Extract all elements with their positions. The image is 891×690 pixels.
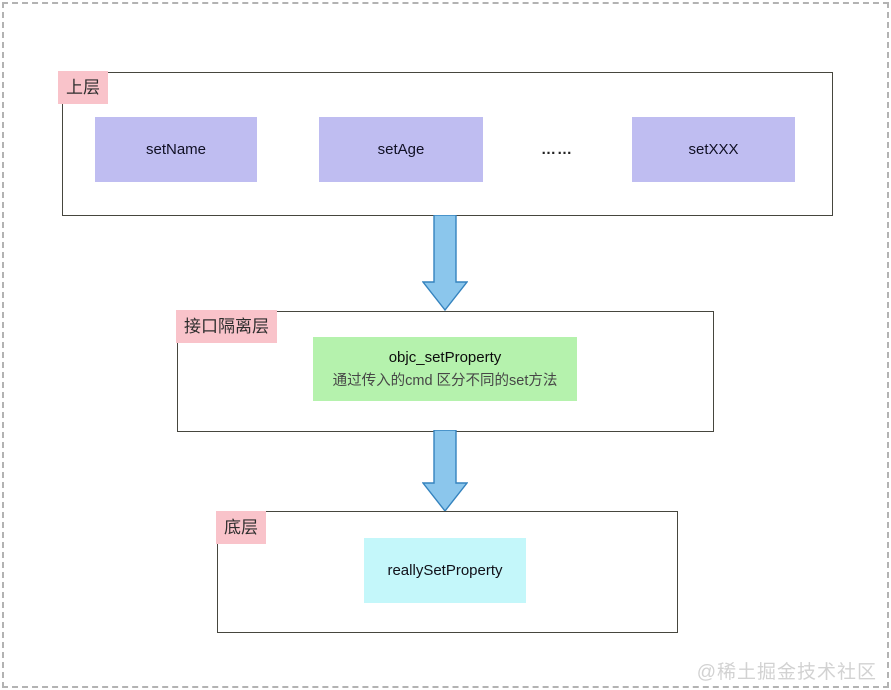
down-arrow-icon bbox=[422, 215, 468, 311]
down-arrow-icon bbox=[422, 430, 468, 512]
setage-box: setAge bbox=[319, 117, 483, 182]
setname-box: setName bbox=[95, 117, 257, 182]
ellipsis-more-methods: …… bbox=[541, 141, 573, 158]
objc-setproperty-box: objc_setProperty 通过传入的cmd 区分不同的set方法 bbox=[313, 337, 577, 401]
bottom-layer-label: 底层 bbox=[216, 511, 266, 544]
interface-layer-label: 接口隔离层 bbox=[176, 310, 277, 343]
watermark-text: @稀土掘金技术社区 bbox=[696, 662, 877, 683]
upper-layer-label: 上层 bbox=[58, 71, 108, 104]
objc-setproperty-title: objc_setProperty bbox=[388, 348, 502, 366]
objc-setproperty-subtitle: 通过传入的cmd 区分不同的set方法 bbox=[332, 372, 558, 389]
reallysetproperty-box: reallySetProperty bbox=[364, 538, 526, 603]
setxxx-box: setXXX bbox=[632, 117, 795, 182]
